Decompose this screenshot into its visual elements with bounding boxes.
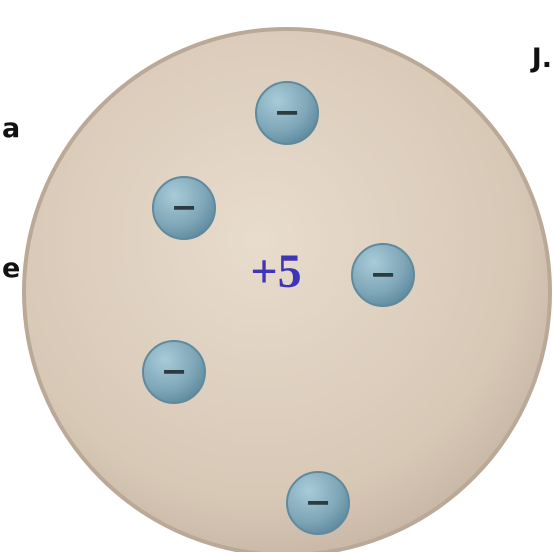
- sphere-group: [22, 27, 552, 552]
- margin-text-a: a: [2, 113, 21, 144]
- nucleus-charge-label: +5: [250, 245, 301, 298]
- electron-body: [152, 176, 216, 240]
- electron-bottom: −: [286, 471, 350, 535]
- electron-sign: −: [274, 93, 301, 131]
- electron-upper-left: −: [152, 176, 216, 240]
- electron-right: −: [351, 243, 415, 307]
- electron-top: −: [255, 81, 319, 145]
- electron-body: [142, 340, 206, 404]
- electron-sign: −: [370, 255, 397, 293]
- electron-sign: −: [161, 352, 188, 390]
- margin-text-e: e: [2, 253, 21, 284]
- electron-body: [255, 81, 319, 145]
- electron-body: [286, 471, 350, 535]
- electron-body: [351, 243, 415, 307]
- nucleus-sphere: [22, 27, 552, 552]
- electron-lower-left: −: [142, 340, 206, 404]
- margin-text-j: J.: [531, 43, 552, 74]
- electron-sign: −: [305, 483, 332, 521]
- electron-sign: −: [171, 188, 198, 226]
